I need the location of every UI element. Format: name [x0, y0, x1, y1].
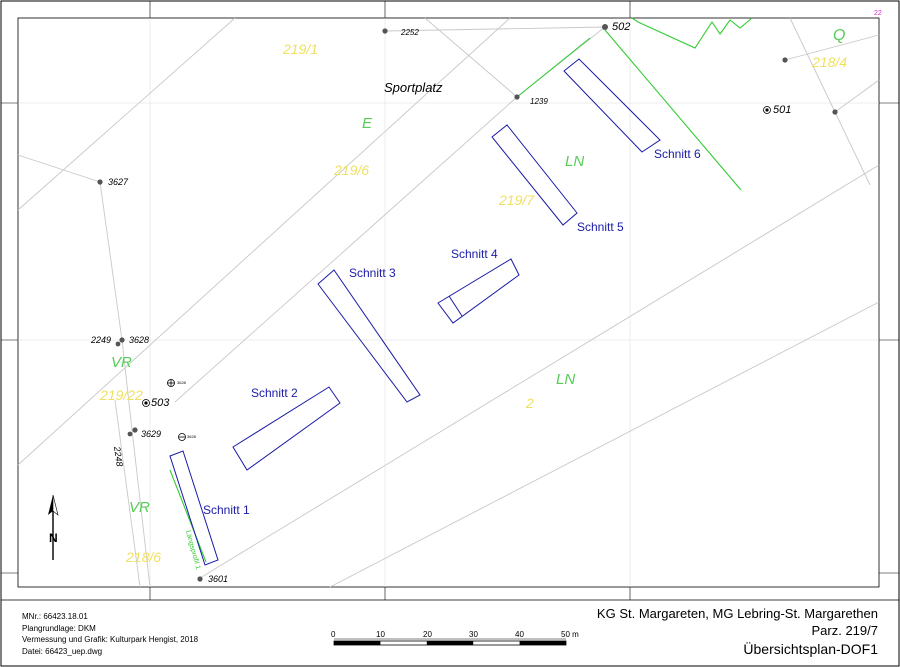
- info-line: Datei: 66423_uep.dwg: [22, 646, 103, 656]
- parcel-label: 2: [525, 395, 534, 411]
- trench-4-outline: [437, 258, 520, 324]
- scale-tick-label: 0: [331, 630, 336, 639]
- land-use-label: Q: [833, 27, 845, 44]
- land-use-label: LN: [556, 371, 575, 388]
- trench-3-outline: [317, 269, 421, 403]
- land-use-label: VR: [129, 499, 150, 516]
- point-label: 3628: [187, 434, 197, 439]
- parcel-boundaries: [17, 17, 880, 588]
- coordinate-grid: [18, 18, 879, 587]
- title-block: KG St. Margareten, MG Lebring-St. Margar…: [597, 605, 878, 659]
- trench-label: Schnitt 1: [203, 503, 250, 517]
- point-label: 2252: [400, 28, 419, 37]
- parcel-label: 218/4: [811, 54, 847, 70]
- frame-ticks: [1, 1, 899, 600]
- north-label: N: [49, 531, 58, 545]
- point-label: 1239: [530, 97, 548, 106]
- green-boundaries: [169, 17, 753, 563]
- survey-points: [97, 24, 838, 582]
- trench-label: Schnitt 3: [349, 266, 396, 280]
- trench-5-outline: [491, 124, 578, 226]
- info-block: MNr.: 66423.18.01 Plangrundlage: DKM Ver…: [22, 611, 198, 657]
- info-line: MNr.: 66423.18.01: [22, 612, 88, 621]
- parcel-label: 219/7: [498, 192, 535, 208]
- point-label: 2248: [112, 445, 125, 467]
- point-label: 3628: [177, 380, 187, 385]
- trench-label: Schnitt 2: [251, 386, 298, 400]
- map-frame: [17, 17, 880, 588]
- point-label: 22: [874, 10, 882, 17]
- point-label: 502: [612, 21, 630, 33]
- point-label: 3627: [108, 177, 129, 187]
- scale-tick-label: 20: [423, 630, 432, 639]
- scale-tick-label: 30: [469, 630, 478, 639]
- trench-label: Schnitt 5: [577, 220, 624, 234]
- benchmark-symbols: [142, 106, 771, 441]
- point-label: 501: [773, 104, 791, 116]
- point-label: 3629: [141, 429, 161, 439]
- point-label: 3601: [208, 574, 228, 584]
- trench-1-outline: [169, 450, 219, 566]
- trench-6-outline: [563, 58, 661, 153]
- land-use-label: LN: [565, 153, 584, 170]
- title-line: KG St. Margareten, MG Lebring-St. Margar…: [596, 606, 878, 621]
- point-label: 3628: [129, 335, 149, 345]
- point-label: 2249: [90, 335, 111, 345]
- parcel-label: 219/6: [333, 162, 369, 178]
- info-line: Vermessung und Grafik: Kulturpark Hengis…: [22, 635, 199, 644]
- parcel-label: 219/22: [99, 387, 143, 403]
- scale-tick-label: 40: [515, 630, 524, 639]
- title-line: Übersichtsplan-DOF1: [743, 641, 878, 657]
- info-line: Plangrundlage: DKM: [22, 623, 96, 633]
- title-line: Parz. 219/7: [811, 623, 879, 638]
- land-use-label: E: [362, 115, 373, 132]
- parcel-label: 219/1: [282, 41, 318, 57]
- scale-bar: [333, 638, 567, 646]
- scale-tick-label: 50 m: [561, 630, 579, 639]
- scale-tick-label: 10: [376, 630, 385, 639]
- trenches: [169, 58, 661, 566]
- trench-label: Schnitt 4: [451, 247, 498, 261]
- trench-2-outline: [232, 386, 341, 471]
- point-label: 503: [151, 397, 170, 409]
- map-labels: Sportplatz 219/1 219/6 219/7 218/4 219/2…: [49, 10, 882, 639]
- trench-label: Schnitt 6: [654, 147, 701, 161]
- place-name-label: Sportplatz: [384, 80, 443, 95]
- north-arrow: [48, 494, 59, 560]
- land-use-label: VR: [111, 354, 132, 371]
- parcel-label: 218/6: [125, 549, 161, 565]
